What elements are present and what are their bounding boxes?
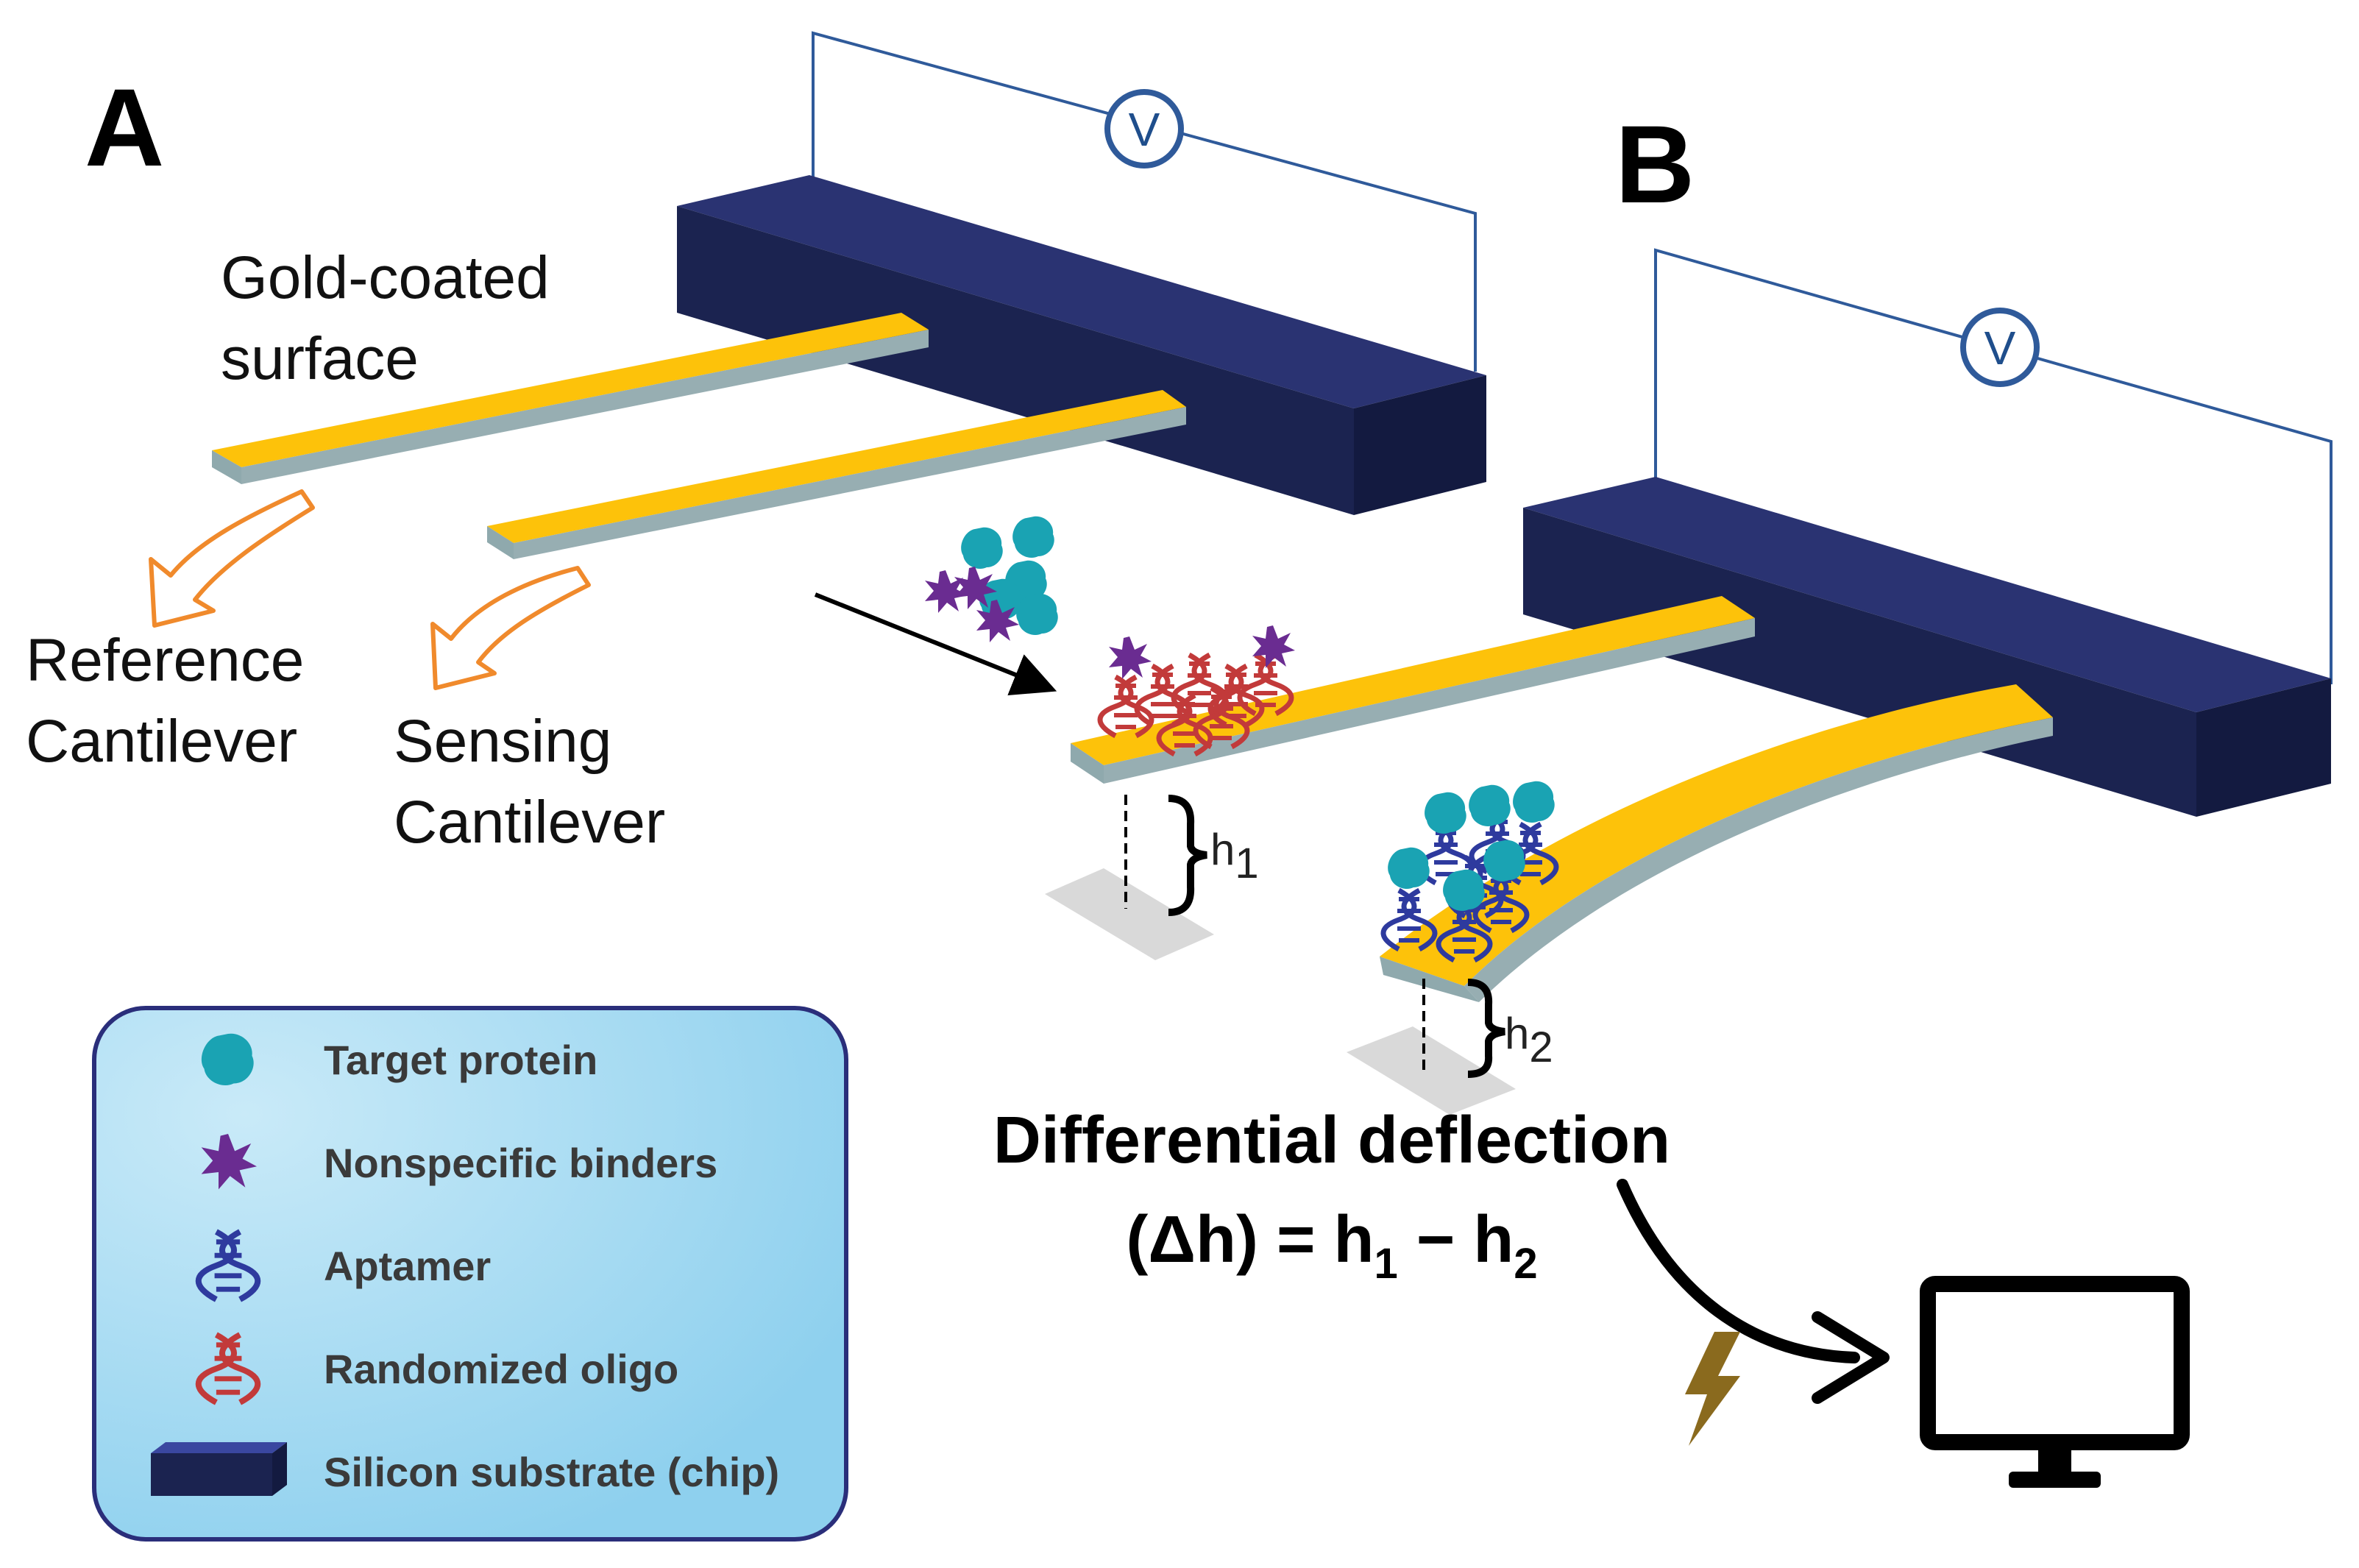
sensing-cantilever xyxy=(487,390,1186,559)
formula-sub2: 2 xyxy=(1514,1240,1537,1288)
h2-subscript: 2 xyxy=(1529,1024,1553,1071)
output-arrowhead xyxy=(1812,1311,1890,1404)
sensing-cantilever-b xyxy=(1380,684,2053,1002)
output-arrow xyxy=(1617,1179,1860,1363)
voltmeter-symbol-a: V xyxy=(1129,103,1160,156)
lightning-bolt-icon xyxy=(1685,1332,1740,1446)
legend-label-silicon-substrate: Silicon substrate (chip) xyxy=(324,1449,779,1495)
panel-letter-a: A xyxy=(85,65,164,189)
h2-label: h xyxy=(1505,1009,1529,1058)
legend-label-target-protein: Target protein xyxy=(324,1037,597,1083)
formula-part1: (Δh) = h xyxy=(1126,1203,1374,1277)
voltmeter-circuit-b: V xyxy=(1654,248,2333,684)
shadow-h1 xyxy=(1045,868,1214,960)
sensing-cantilever-label-line2: Cantilever xyxy=(394,789,665,856)
sensing-cantilever-label: Sensing xyxy=(394,708,611,775)
formula-title: Differential deflection xyxy=(993,1104,1670,1177)
formula-equation: (Δh) = h1 − h2 xyxy=(1126,1203,1537,1288)
voltmeter-icon-b xyxy=(1960,308,2040,387)
shadow-h2 xyxy=(1347,1026,1516,1115)
reference-cantilever-label-line2: Cantilever xyxy=(26,708,297,775)
reference-cantilever-label: Reference xyxy=(26,627,304,694)
legend-box: Target protein Nonspecific binders Aptam… xyxy=(92,1006,848,1542)
panel-letter-b: B xyxy=(1615,102,1695,226)
legend-label-aptamer: Aptamer xyxy=(324,1243,491,1289)
h1-subscript: 1 xyxy=(1235,840,1258,887)
target-protein-icon xyxy=(201,1033,254,1086)
formula-sub1: 1 xyxy=(1374,1240,1398,1288)
svg-text:h2: h2 xyxy=(1505,1009,1553,1071)
h2-marker: h2 xyxy=(1422,979,1553,1078)
formula-part2: − h xyxy=(1398,1203,1514,1277)
voltmeter-circuit-a: V xyxy=(812,31,1477,372)
sensing-bend-arrow-icon xyxy=(430,566,591,690)
silicon-chip-icon xyxy=(151,1442,287,1496)
legend-label-nonspecific-binders: Nonspecific binders xyxy=(324,1140,717,1186)
monitor-icon xyxy=(1920,1276,2190,1488)
voltmeter-icon-a xyxy=(1104,89,1184,168)
gold-surface-label: Gold-coated xyxy=(221,244,550,311)
legend-label-randomized-oligo: Randomized oligo xyxy=(324,1346,678,1392)
reference-bend-arrow-icon xyxy=(149,489,315,628)
voltmeter-symbol-b: V xyxy=(1984,322,2016,375)
h1-label: h xyxy=(1210,825,1235,874)
h1-marker: h1 xyxy=(1124,795,1259,916)
svg-text:h1: h1 xyxy=(1210,825,1259,887)
reference-cantilever xyxy=(212,313,929,484)
gold-surface-label-line2: surface xyxy=(221,325,419,392)
silicon-chip-a xyxy=(677,175,1486,515)
molecule-cloud xyxy=(925,516,1058,642)
flow-arrow xyxy=(814,592,1057,695)
